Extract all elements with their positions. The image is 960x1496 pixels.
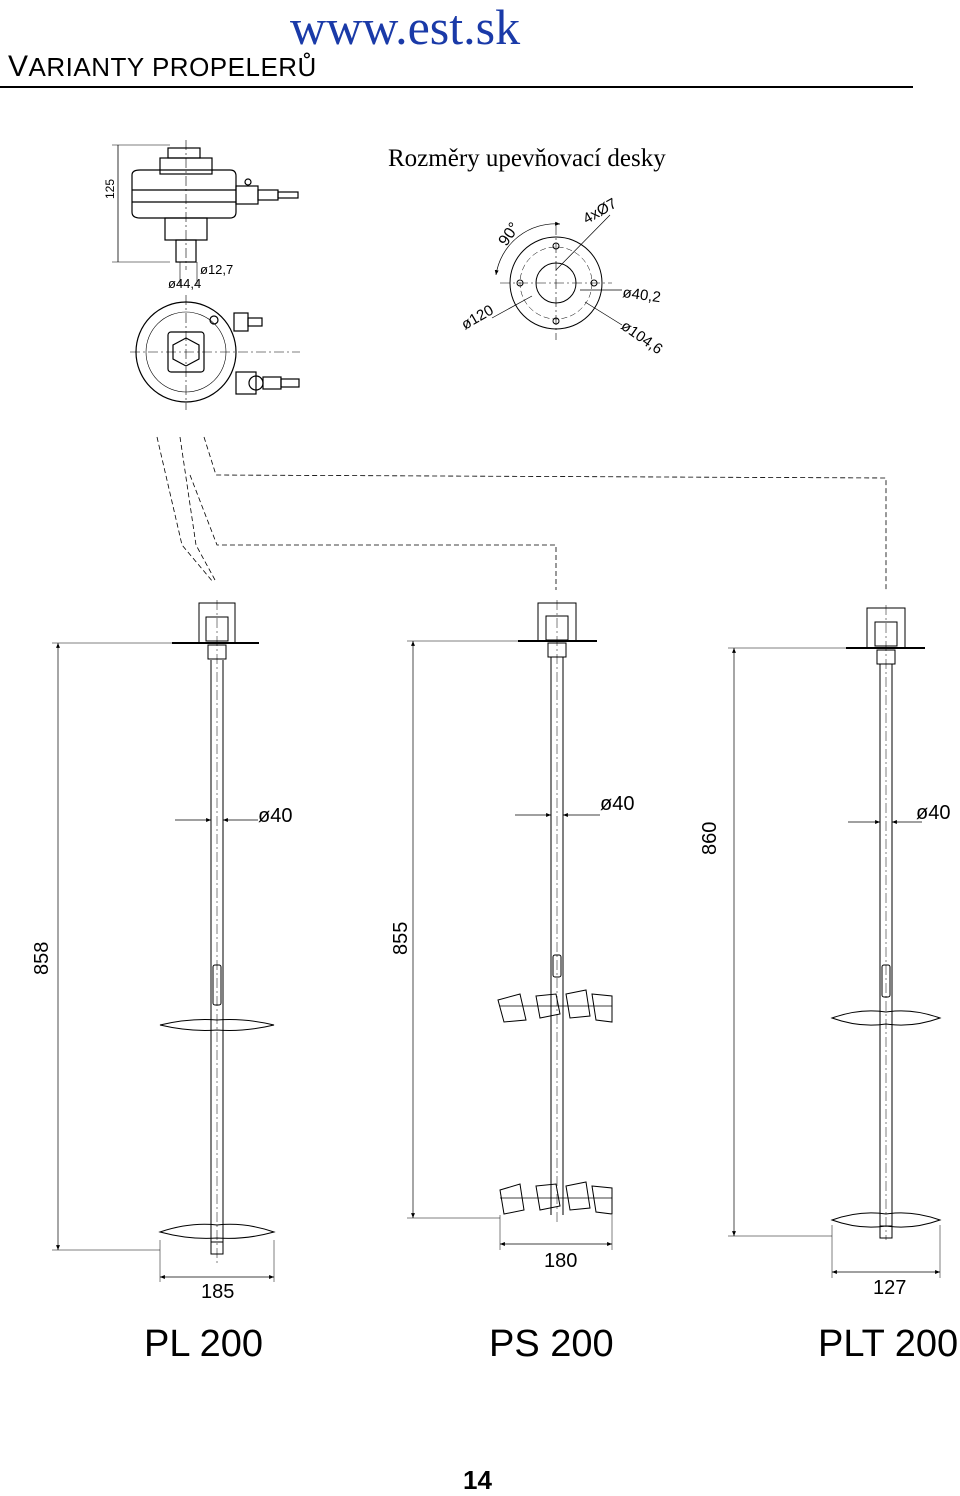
model-name-plt200: PLT 200	[818, 1323, 959, 1365]
propeller-ps200-drawing	[407, 600, 613, 1250]
motor-side-view	[112, 140, 299, 285]
shaft-diameter-label: ø12,7	[200, 262, 233, 277]
title-rest: ARIANTY PROPELERŮ	[28, 52, 317, 82]
model-name-pl200: PL 200	[144, 1323, 264, 1365]
ps200-length-dim: 855	[390, 922, 412, 955]
propeller-plt200-drawing	[728, 605, 942, 1278]
plate-inner-diameter-label: ø40,2	[621, 284, 661, 306]
pl200-width-dim: 185	[201, 1281, 234, 1303]
motor-top-view	[130, 295, 300, 410]
plate-section-title: Rozměry upevňovací desky	[388, 145, 666, 172]
propeller-pl200-drawing	[52, 600, 276, 1282]
pl200-length-dim: 858	[31, 942, 53, 975]
title-initial: V	[8, 50, 29, 83]
pl200-shaft-diameter: ø40	[258, 805, 292, 827]
height-dim-label: 125	[103, 179, 117, 199]
plate-outer-diameter-label: ø120	[459, 302, 497, 334]
model-name-ps200: PS 200	[489, 1323, 614, 1365]
mounting-plate-view	[491, 214, 623, 340]
plt200-shaft-diameter: ø40	[916, 802, 950, 824]
ps200-shaft-diameter: ø40	[600, 793, 634, 815]
header-divider	[0, 86, 913, 88]
ps200-width-dim: 180	[544, 1250, 577, 1272]
site-url[interactable]: www.est.sk	[290, 0, 521, 55]
page-number: 14	[463, 1465, 492, 1495]
connection-leaders	[156, 436, 887, 590]
plate-holes-label: 4xØ7	[580, 195, 620, 228]
plate-bolt-circle-label: ø104,6	[618, 317, 666, 358]
body-diameter-label: ø44,4	[168, 276, 201, 291]
plt200-width-dim: 127	[873, 1277, 906, 1299]
plate-angle-label: 90°	[496, 220, 524, 250]
page-title: VARIANTY PROPELERŮ	[8, 50, 317, 84]
plt200-length-dim: 860	[699, 822, 721, 855]
